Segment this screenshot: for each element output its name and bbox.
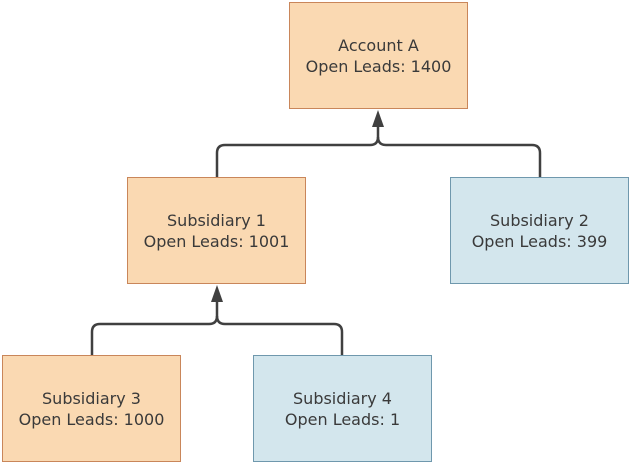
node-open-leads: Open Leads: 399 <box>471 231 608 251</box>
node-title: Subsidiary 1 <box>167 210 266 230</box>
arrowhead-account-a <box>372 110 384 127</box>
connector-subsidiary-2-to-account-a <box>376 136 542 177</box>
node-open-leads: Open Leads: 1 <box>284 409 401 429</box>
node-title: Account A <box>338 35 419 55</box>
connector-subsidiary-1-to-account-a <box>215 126 380 177</box>
node-open-leads: Open Leads: 1000 <box>18 409 165 429</box>
node-title: Subsidiary 2 <box>490 210 589 230</box>
node-account-a: Account A Open Leads: 1400 <box>289 2 468 109</box>
node-subsidiary-3: Subsidiary 3 Open Leads: 1000 <box>2 355 181 462</box>
node-open-leads: Open Leads: 1001 <box>143 231 290 251</box>
node-subsidiary-1: Subsidiary 1 Open Leads: 1001 <box>127 177 306 284</box>
arrowhead-subsidiary-1 <box>211 285 223 302</box>
node-title: Subsidiary 4 <box>293 388 392 408</box>
node-subsidiary-4: Subsidiary 4 Open Leads: 1 <box>253 355 432 462</box>
node-open-leads: Open Leads: 1400 <box>305 56 452 76</box>
node-title: Subsidiary 3 <box>42 388 141 408</box>
connector-subsidiary-4-to-subsidiary-1 <box>215 315 344 355</box>
node-subsidiary-2: Subsidiary 2 Open Leads: 399 <box>450 177 629 284</box>
connector-subsidiary-3-to-subsidiary-1 <box>90 302 219 355</box>
